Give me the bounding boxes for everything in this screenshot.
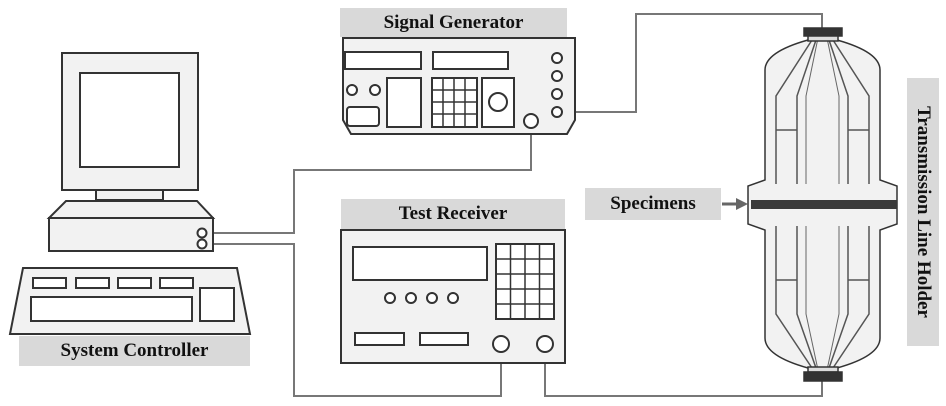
keyboard-numpad <box>199 287 235 322</box>
cable-controller-to-receiver <box>210 243 502 397</box>
generator-port-1 <box>551 52 563 64</box>
cables <box>210 13 823 397</box>
generator-button-large <box>346 106 380 127</box>
cable-generator-to-holder-top <box>563 13 823 113</box>
transmission-line-holder-label-box: Transmission Line Holder <box>907 78 939 346</box>
generator-display-panel <box>386 77 422 128</box>
test-receiver <box>340 229 566 364</box>
cable-receiver-to-holder-bottom <box>544 352 823 397</box>
generator-knob-2 <box>369 84 381 96</box>
generator-dial <box>488 92 508 112</box>
receiver-display <box>352 246 488 281</box>
receiver-keypad-grid <box>496 244 554 319</box>
cable-generator-to-controller <box>210 129 532 234</box>
receiver-knob-3 <box>426 292 438 304</box>
system-controller <box>8 52 252 335</box>
generator-keypad-grid <box>432 78 477 127</box>
cpu-front <box>48 217 214 252</box>
generator-knob-1 <box>346 84 358 96</box>
generator-output-port <box>523 113 539 129</box>
specimens-arrow <box>722 198 748 210</box>
generator-port-2 <box>551 70 563 82</box>
specimen-sample <box>751 200 897 209</box>
keyboard-key-2 <box>75 277 110 289</box>
holder-bottom-connector <box>803 371 843 382</box>
cpu-top <box>46 200 216 219</box>
generator-port-4 <box>551 106 563 118</box>
receiver-slot-left <box>354 332 405 346</box>
receiver-input-port-1 <box>492 335 510 353</box>
receiver-knob-4 <box>447 292 459 304</box>
receiver-input-port-2 <box>536 335 554 353</box>
receiver-slot-right <box>419 332 469 346</box>
receiver-knob-2 <box>405 292 417 304</box>
signal-generator-label: Signal Generator <box>340 8 567 37</box>
monitor-screen <box>79 72 180 168</box>
controller-port-2 <box>196 238 208 250</box>
holder-top-connector <box>803 27 843 37</box>
controller-port-1 <box>196 227 208 239</box>
generator-display-left <box>344 51 422 70</box>
transmission-line-holder <box>747 27 898 382</box>
monitor-stand <box>95 189 164 201</box>
test-receiver-label: Test Receiver <box>341 199 565 229</box>
holder-inner-lines <box>775 39 870 369</box>
specimens-label: Specimens <box>585 188 721 220</box>
system-controller-label: System Controller <box>19 336 250 366</box>
receiver-knob-1 <box>384 292 396 304</box>
keyboard-key-3 <box>117 277 152 289</box>
holder-top-connector-rim <box>807 35 839 42</box>
transmission-line-holder-label: Transmission Line Holder <box>913 106 934 318</box>
holder-taper-lines <box>805 37 840 371</box>
keyboard-key-4 <box>159 277 194 289</box>
keyboard-spacebar <box>30 296 193 322</box>
generator-display-right <box>432 51 509 70</box>
generator-port-3 <box>551 88 563 100</box>
signal-generator <box>342 37 576 135</box>
keyboard-key-1 <box>32 277 67 289</box>
